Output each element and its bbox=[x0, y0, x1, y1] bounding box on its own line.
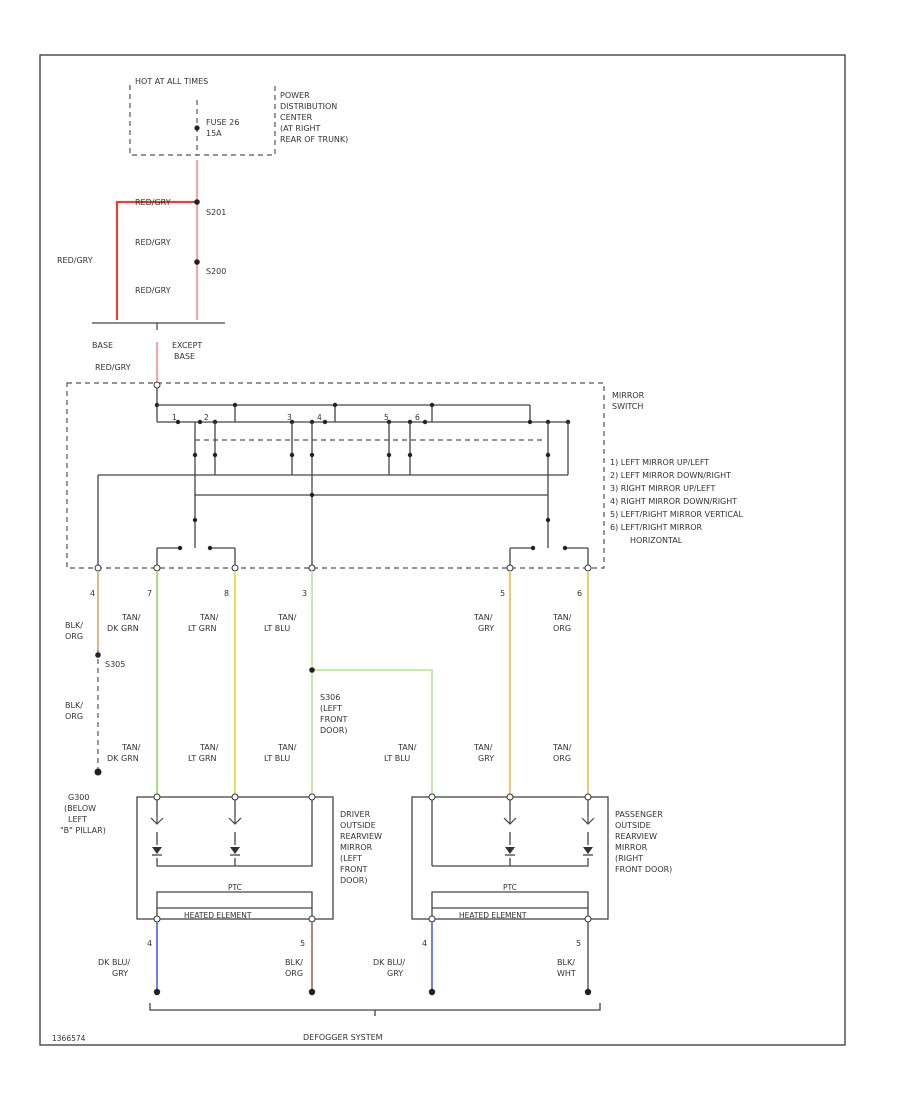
driver-outside-mirror: PTC HEATED ELEMENT DRIVER OUTSIDE REARVI… bbox=[136, 793, 385, 948]
passenger-heated-element: HEATED ELEMENT bbox=[459, 911, 527, 920]
svg-text:4: 4 bbox=[90, 589, 95, 598]
svg-text:7: 7 bbox=[147, 589, 152, 598]
splice-s306: S306 bbox=[320, 693, 340, 702]
svg-text:DK BLU/GRY: DK BLU/GRY bbox=[98, 958, 130, 978]
passenger-outside-mirror: PTC HEATED ELEMENT PASSENGER OUTSIDE REA… bbox=[411, 793, 672, 948]
svg-text:BLK/WHT: BLK/WHT bbox=[557, 958, 576, 978]
defogger-wires: DEFOGGER SYSTEM bbox=[149, 922, 601, 1042]
splice-s201: S201 bbox=[206, 208, 226, 217]
ground-g300: G300 bbox=[68, 793, 89, 802]
svg-text:TAN/GRY: TAN/GRY bbox=[473, 613, 494, 633]
svg-text:PASSENGER OUTSIDE: PASSENGER OUTSIDE REARVIEW MIRROR (RIGHT… bbox=[615, 810, 672, 874]
svg-text:8: 8 bbox=[224, 589, 229, 598]
svg-text:PTC: PTC bbox=[503, 883, 517, 892]
hot-at-all-times-label: HOT AT ALL TIMES bbox=[135, 77, 208, 86]
svg-text:3: 3 bbox=[302, 589, 307, 598]
page-border bbox=[39, 54, 846, 1046]
footer-code: 1366574 bbox=[52, 1034, 86, 1043]
svg-text:TAN/LT GRN: TAN/LT GRN bbox=[188, 743, 219, 763]
svg-text:DRIVER OUTSIDE REA: DRIVER OUTSIDE REARVIEW MIRROR (LEFT FRO… bbox=[340, 810, 385, 885]
fuse-label: FUSE 26 bbox=[206, 118, 239, 127]
svg-text:1) LEFT MIRROR UP/LEFT: 1) LEFT MIRROR UP/LEFT bbox=[610, 458, 709, 467]
svg-text:BLK/ORG: BLK/ORG bbox=[285, 958, 303, 978]
svg-text:6) LEFT/RIGHT MIRROR: 6) LEFT/RIGHT MIRROR bbox=[610, 523, 703, 532]
svg-text:TAN/DK GRN: TAN/DK GRN bbox=[107, 613, 141, 633]
svg-text:4: 4 bbox=[422, 939, 427, 948]
svg-text:4) RIGHT MIRROR DOWN/RIGHT: 4) RIGHT MIRROR DOWN/RIGHT bbox=[610, 497, 737, 506]
switch-output-wires bbox=[94, 571, 589, 795]
svg-text:2: 2 bbox=[204, 413, 209, 422]
switch-position-legend: 1) LEFT MIRROR UP/LEFT 2) LEFT MIRROR DO… bbox=[610, 458, 743, 545]
svg-text:RED/GRY: RED/GRY bbox=[135, 238, 171, 247]
svg-text:TAN/GRY: TAN/GRY bbox=[473, 743, 494, 763]
svg-text:2) LEFT MIRROR DOWN/RIGHT: 2) LEFT MIRROR DOWN/RIGHT bbox=[610, 471, 731, 480]
svg-text:HORIZONTAL: HORIZONTAL bbox=[630, 536, 683, 545]
svg-text:3) RIGHT MIRROR UP/LEFT: 3) RIGHT MIRROR UP/LEFT bbox=[610, 484, 715, 493]
svg-text:5: 5 bbox=[300, 939, 305, 948]
svg-text:TAN/LT BLU: TAN/LT BLU bbox=[264, 613, 297, 633]
svg-text:TAN/LT BLU: TAN/LT BLU bbox=[264, 743, 297, 763]
svg-text:3: 3 bbox=[287, 413, 292, 422]
defogger-system-label: DEFOGGER SYSTEM bbox=[303, 1033, 383, 1042]
svg-text:5: 5 bbox=[500, 589, 505, 598]
svg-text:RED/GRY: RED/GRY bbox=[57, 256, 93, 265]
svg-text:5: 5 bbox=[576, 939, 581, 948]
svg-text:RED/GRY: RED/GRY bbox=[135, 198, 171, 207]
svg-text:6: 6 bbox=[577, 589, 582, 598]
driver-heated-element: HEATED ELEMENT bbox=[184, 911, 252, 920]
svg-text:6: 6 bbox=[415, 413, 420, 422]
base-option-label: BASE bbox=[92, 341, 113, 350]
svg-text:TAN/LT BLU: TAN/LT BLU bbox=[384, 743, 417, 763]
svg-text:PTC: PTC bbox=[228, 883, 242, 892]
svg-text:TAN/ORG: TAN/ORG bbox=[552, 743, 572, 763]
svg-text:RED/GRY: RED/GRY bbox=[135, 286, 171, 295]
svg-text:5) LEFT/RIGHT MIRROR VERTICAL: 5) LEFT/RIGHT MIRROR VERTICAL bbox=[610, 510, 743, 519]
splice-s200: S200 bbox=[206, 267, 226, 276]
svg-text:4: 4 bbox=[147, 939, 152, 948]
svg-text:TAN/DK GRN: TAN/DK GRN bbox=[107, 743, 141, 763]
svg-text:BLK/ORG: BLK/ORG bbox=[65, 621, 83, 641]
svg-text:5: 5 bbox=[384, 413, 389, 422]
splice-s305: S305 bbox=[105, 660, 125, 669]
svg-text:4: 4 bbox=[317, 413, 322, 422]
svg-text:DK BLU/GRY: DK BLU/GRY bbox=[373, 958, 405, 978]
svg-text:1: 1 bbox=[172, 413, 177, 422]
svg-text:TAN/ORG: TAN/ORG bbox=[552, 613, 572, 633]
svg-text:BLK/ORG: BLK/ORG bbox=[65, 701, 83, 721]
svg-text:TAN/LT GRN: TAN/LT GRN bbox=[188, 613, 219, 633]
red-gry-feed: S201 S200 RED/GRY RED/GRY RED/GRY RED/GR… bbox=[57, 160, 226, 382]
svg-text:RED/GRY: RED/GRY bbox=[95, 363, 131, 372]
